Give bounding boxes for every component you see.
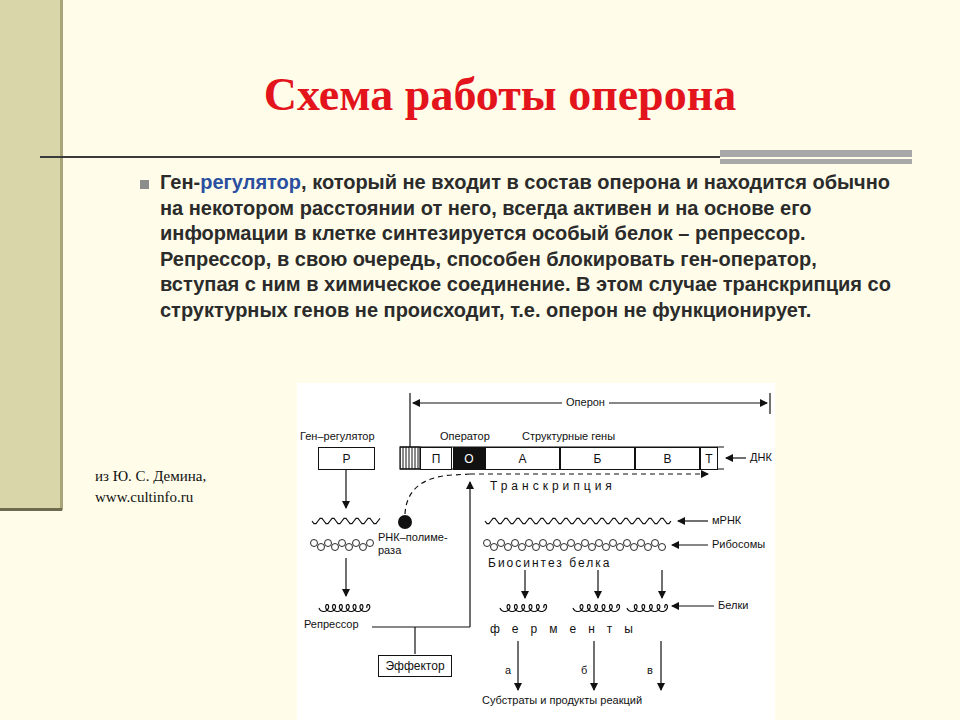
- callout-letter: а: [505, 664, 511, 676]
- part-label: мРНК: [712, 514, 741, 526]
- gene-box: П: [420, 447, 452, 470]
- part-label: Ген–регулятор: [300, 430, 375, 442]
- part-label: ферменты: [490, 622, 645, 636]
- bullet: [140, 180, 149, 189]
- molecule-strokes: [311, 518, 672, 611]
- gene-box: Р: [318, 447, 375, 470]
- diagram-lines: [346, 393, 770, 690]
- gene-box: В: [635, 447, 700, 470]
- paragraph-text: , который не входит в состав оперона и н…: [160, 171, 891, 321]
- diagram-ground: [297, 383, 775, 720]
- box-text: А: [518, 452, 526, 466]
- side-stripe-foot: [0, 508, 62, 511]
- part-label: ДНК: [750, 451, 772, 463]
- callout-letter: в: [647, 664, 653, 676]
- bullet-paragraph: Ген-регулятор, который не входит в соста…: [160, 170, 895, 323]
- box-text: О: [464, 452, 473, 466]
- side-stripe-edge: [60, 0, 63, 510]
- box-text: П: [432, 452, 441, 466]
- title-bar-gap: [720, 157, 912, 159]
- box-text: В: [663, 452, 671, 466]
- box-text: Б: [594, 452, 602, 466]
- part-label: Рибосомы: [712, 538, 765, 550]
- process-label: Транскрипция: [490, 479, 616, 493]
- part-label: Репрессор: [304, 618, 359, 630]
- gene-box: А: [485, 447, 560, 470]
- gene-box: Б: [560, 447, 635, 470]
- callout-letter: б: [581, 664, 587, 676]
- title-bar: [720, 150, 912, 164]
- operon-label: Оперон: [562, 396, 609, 408]
- effector-box: Эффектор: [378, 655, 452, 677]
- box-text: Эффектор: [385, 659, 444, 673]
- source-url: www.cultinfo.ru: [95, 489, 193, 506]
- paragraph-text: Ген-: [160, 171, 200, 193]
- gene-box: Т: [700, 447, 718, 470]
- box-text: Р: [342, 452, 350, 466]
- part-label: Структурные гены: [522, 430, 615, 442]
- slide-title: Схема работы оперона: [100, 68, 900, 121]
- part-label: Субстраты и продукты реакций: [482, 694, 642, 706]
- process-label: Биосинтез белка: [488, 556, 611, 570]
- part-label: Белки: [718, 599, 748, 611]
- gene-box: О: [453, 447, 485, 470]
- part-label: РНК–полиме- раза: [378, 531, 448, 557]
- part-label: Оператор: [440, 430, 490, 442]
- highlight-term: регулятор: [200, 171, 301, 193]
- rna-polymerase: [398, 515, 412, 529]
- box-text: Т: [705, 452, 712, 466]
- side-stripe: [0, 0, 60, 510]
- source-note: из Ю. С. Демина,: [95, 468, 206, 485]
